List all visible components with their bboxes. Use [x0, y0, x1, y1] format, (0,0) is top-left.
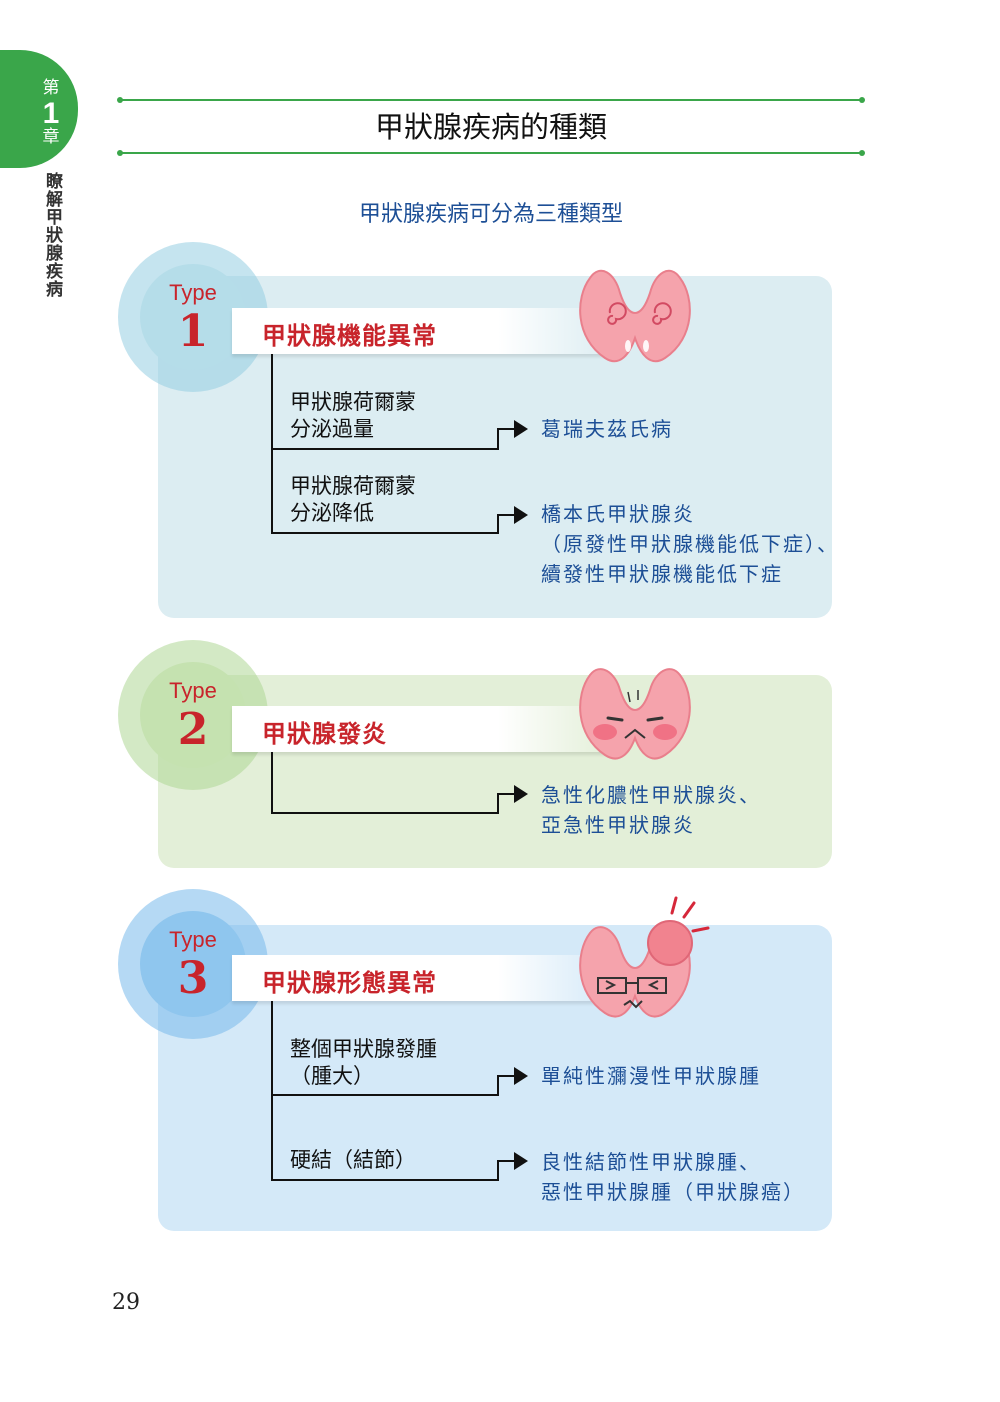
thyroid-dizzy-icon	[579, 269, 691, 363]
type1-branch1-stub	[497, 428, 515, 430]
title-bottom-rule	[117, 150, 865, 156]
type1-branch1-arrow-icon	[514, 420, 528, 438]
type3-banner: 甲狀腺形態異常	[232, 955, 612, 1001]
type3-branch1-arrow-icon	[514, 1067, 528, 1085]
type1-word: Type	[169, 280, 217, 305]
type1-branch2-arrow-icon	[514, 506, 528, 524]
type3-word: Type	[169, 927, 217, 952]
type3-branch2-riser	[497, 1160, 499, 1181]
type3-trunk	[271, 1001, 273, 1181]
page-title: 甲狀腺疾病的種類	[374, 110, 607, 144]
type3-branch2-arrow-icon	[514, 1152, 528, 1170]
type1-branch1-riser	[497, 428, 499, 450]
type1-name: 甲狀腺機能異常	[262, 321, 437, 350]
chapter-number: 1	[42, 96, 60, 130]
type3-number: 3	[177, 953, 209, 1004]
type1-branch2-label: 甲狀腺荷爾蒙 分泌降低	[290, 474, 416, 525]
type2-branch1-arrow-icon	[514, 785, 528, 803]
type1-branch2-riser	[497, 514, 499, 534]
type2-number: 2	[177, 704, 209, 755]
type3-branch1-riser	[497, 1075, 499, 1096]
type1-banner: 甲狀腺機能異常	[232, 308, 612, 354]
subtitle: 甲狀腺疾病可分為三種類型	[358, 202, 623, 227]
type1-branch2-stub	[497, 514, 515, 516]
type2-branch1-result: 急性化膿性甲狀腺炎、 亞急性甲狀腺炎	[541, 783, 761, 837]
type2-name: 甲狀腺發炎	[262, 719, 387, 748]
type1-branch1-line	[271, 448, 499, 450]
type2-word: Type	[169, 678, 217, 703]
type3-branch1-stub	[497, 1075, 515, 1077]
type3-branch2-result: 良性結節性甲狀腺腫、 惡性甲狀腺腫（甲狀腺癌）	[541, 1150, 805, 1204]
type3-branch2-label: 硬結（結節）	[290, 1148, 416, 1172]
type2-branch1-stub	[497, 793, 515, 795]
type2-branch1-line	[271, 812, 499, 814]
type3-branch1-label: 整個甲狀腺發腫 （腫大）	[290, 1037, 437, 1088]
title-top-rule	[117, 97, 865, 103]
thyroid-fever-icon	[579, 668, 691, 760]
type1-branch1-result: 葛瑞夫茲氏病	[541, 417, 673, 441]
type1-trunk	[271, 354, 273, 534]
type3-branch1-line	[271, 1094, 499, 1096]
type3-branch2-stub	[497, 1160, 515, 1162]
type2-banner: 甲狀腺發炎	[232, 706, 612, 752]
chapter-title: 瞭解甲狀腺疾病	[42, 172, 62, 298]
type3-name: 甲狀腺形態異常	[262, 968, 437, 997]
type2-branch1-riser	[497, 793, 499, 814]
thyroid-nodule-icon	[579, 896, 710, 1018]
chapter-label: 第 1 章	[36, 78, 66, 148]
type1-branch2-line	[271, 532, 499, 534]
page-number: 29	[112, 1290, 140, 1315]
chapter-prefix: 第	[42, 78, 60, 98]
type1-branch1-label: 甲狀腺荷爾蒙 分泌過量	[290, 390, 416, 441]
type3-branch2-line	[271, 1179, 499, 1181]
chapter-suffix: 章	[42, 127, 60, 148]
type3-branch1-result: 單純性瀰漫性甲狀腺腫	[541, 1064, 761, 1088]
type2-trunk	[271, 752, 273, 814]
type1-branch2-result: 橋本氏甲狀腺炎 （原發性甲狀腺機能低下症）、 續發性甲狀腺機能低下症	[541, 502, 839, 586]
type1-number: 1	[177, 306, 209, 357]
